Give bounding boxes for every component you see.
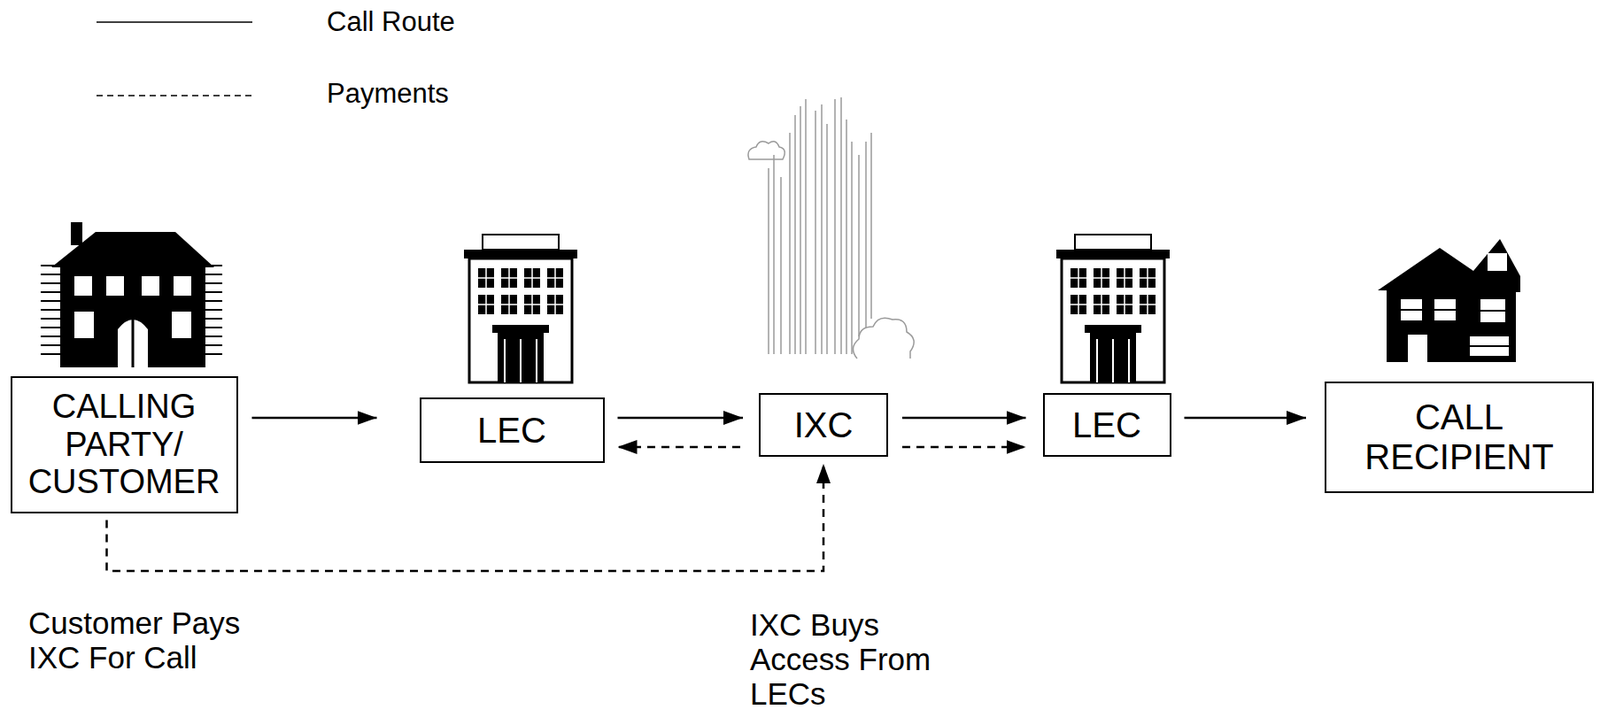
- call-route-arrow: [902, 417, 1027, 420]
- call-route-arrow: [252, 417, 378, 420]
- house-window: [173, 276, 192, 296]
- tree: [852, 317, 914, 359]
- process-box: CALL RECIPIENT: [1324, 381, 1594, 494]
- box-text: LEC: [477, 409, 547, 451]
- process-box: LEC: [1043, 393, 1172, 457]
- lec-building: [463, 234, 578, 383]
- ixc-skyline: [748, 97, 914, 359]
- process-box: CALLING PARTY/ CUSTOMER: [10, 376, 239, 514]
- legend-dashed-sample: [96, 94, 253, 97]
- house-window: [74, 311, 94, 339]
- house-window: [171, 311, 192, 339]
- caller-house: [40, 222, 223, 368]
- note-label: Customer Pays IXC For Call: [28, 605, 268, 675]
- recipient-house: [1377, 239, 1521, 363]
- house-door: [117, 319, 148, 368]
- legend-solid-sample: [96, 21, 253, 24]
- house-roof: [1377, 239, 1521, 293]
- door-divider: [131, 318, 135, 368]
- call-route-arrow: [618, 417, 744, 420]
- note-label: IXC Buys Access From LECs: [749, 607, 963, 712]
- payment-arrow: [618, 446, 742, 449]
- window-bars: [1400, 309, 1509, 347]
- box-text: LEC: [1072, 404, 1142, 446]
- legend-text: Payments: [326, 77, 449, 110]
- box-text: CALL RECIPIENT: [1364, 397, 1554, 478]
- process-box: LEC: [419, 397, 605, 464]
- process-box: IXC: [758, 393, 889, 457]
- house-body: [1386, 285, 1516, 363]
- house-window: [1487, 253, 1508, 271]
- cloud: [748, 141, 785, 160]
- house-body: [60, 265, 206, 368]
- house-roof: [51, 231, 215, 268]
- lec-building: [1056, 234, 1170, 383]
- call-route-arrow: [1184, 417, 1307, 420]
- box-text: IXC: [794, 404, 854, 446]
- payment-arrow: [902, 446, 1027, 449]
- house-window: [106, 276, 124, 296]
- box-text: CALLING PARTY/ CUSTOMER: [28, 387, 221, 503]
- house-window: [141, 276, 160, 296]
- skyscraper-lines: [768, 97, 872, 355]
- house-window: [74, 276, 93, 296]
- legend-text: Call Route: [326, 6, 456, 39]
- house-door: [1407, 334, 1428, 363]
- house-chimney: [70, 222, 83, 246]
